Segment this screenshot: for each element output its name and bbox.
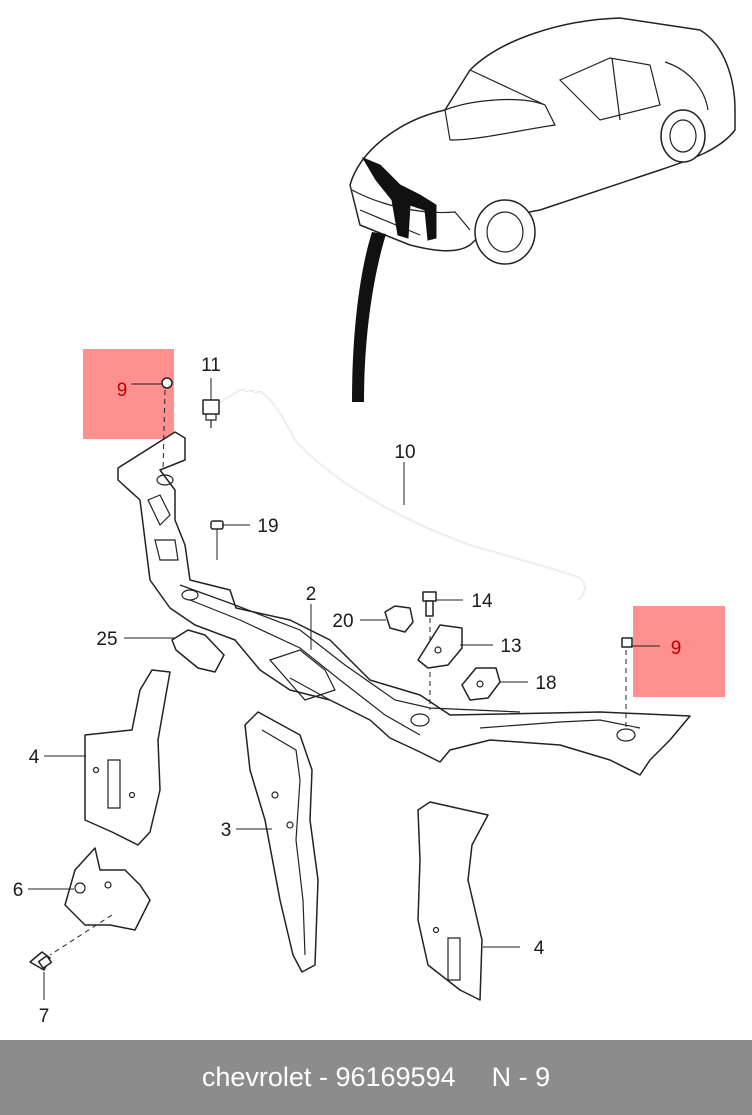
bracket-part-25 [171, 629, 225, 673]
callout-7: 7 [39, 1006, 50, 1027]
footer-brand: chevrolet [201, 1062, 312, 1092]
callout-18: 18 [535, 673, 556, 694]
clip-part-11 [202, 399, 220, 428]
clip-part-20 [384, 605, 414, 633]
footer-separator: - [318, 1062, 328, 1092]
callout-4-right: 4 [534, 938, 545, 959]
reinforcement-part-3 [244, 711, 319, 973]
bracket-part-13 [417, 624, 463, 669]
footer-part-number: 96169594 [335, 1062, 456, 1092]
callout-14: 14 [471, 591, 493, 612]
highlight-box-9-left [83, 349, 174, 439]
callout-13: 13 [500, 636, 521, 657]
callout-2: 2 [306, 584, 317, 605]
bolt-part-7 [29, 951, 53, 971]
callout-4-left: 4 [29, 747, 40, 768]
hood-release-cable [213, 389, 586, 601]
car-illustration [349, 17, 736, 402]
callout-25: 25 [96, 629, 117, 650]
hood-latch-part-6 [49, 847, 151, 956]
fastener-part-9-left [161, 377, 173, 471]
leader-lines [28, 378, 660, 1000]
footer-position: N - 9 [491, 1062, 551, 1092]
side-panel-part-4-right [417, 801, 489, 1001]
callout-9-left: 9 [117, 380, 128, 401]
side-panel-part-4-left [84, 669, 171, 846]
callout-20: 20 [332, 611, 353, 632]
fastener-part-9-right [621, 637, 633, 730]
callout-10: 10 [394, 442, 415, 463]
callout-6: 6 [13, 880, 24, 901]
footer-caption: chevrolet - 96169594 N - 9 [0, 1040, 752, 1115]
callout-11: 11 [201, 355, 221, 376]
parts-diagram: 11 9 10 19 2 14 20 13 25 9 18 4 3 6 4 7 [13, 17, 736, 1027]
highlight-box-9-right [633, 606, 725, 697]
bolt-part-19 [210, 520, 224, 560]
callout-3: 3 [221, 820, 232, 841]
callout-9-right: 9 [671, 638, 682, 659]
bracket-part-18 [461, 667, 501, 701]
callout-19: 19 [257, 516, 278, 537]
